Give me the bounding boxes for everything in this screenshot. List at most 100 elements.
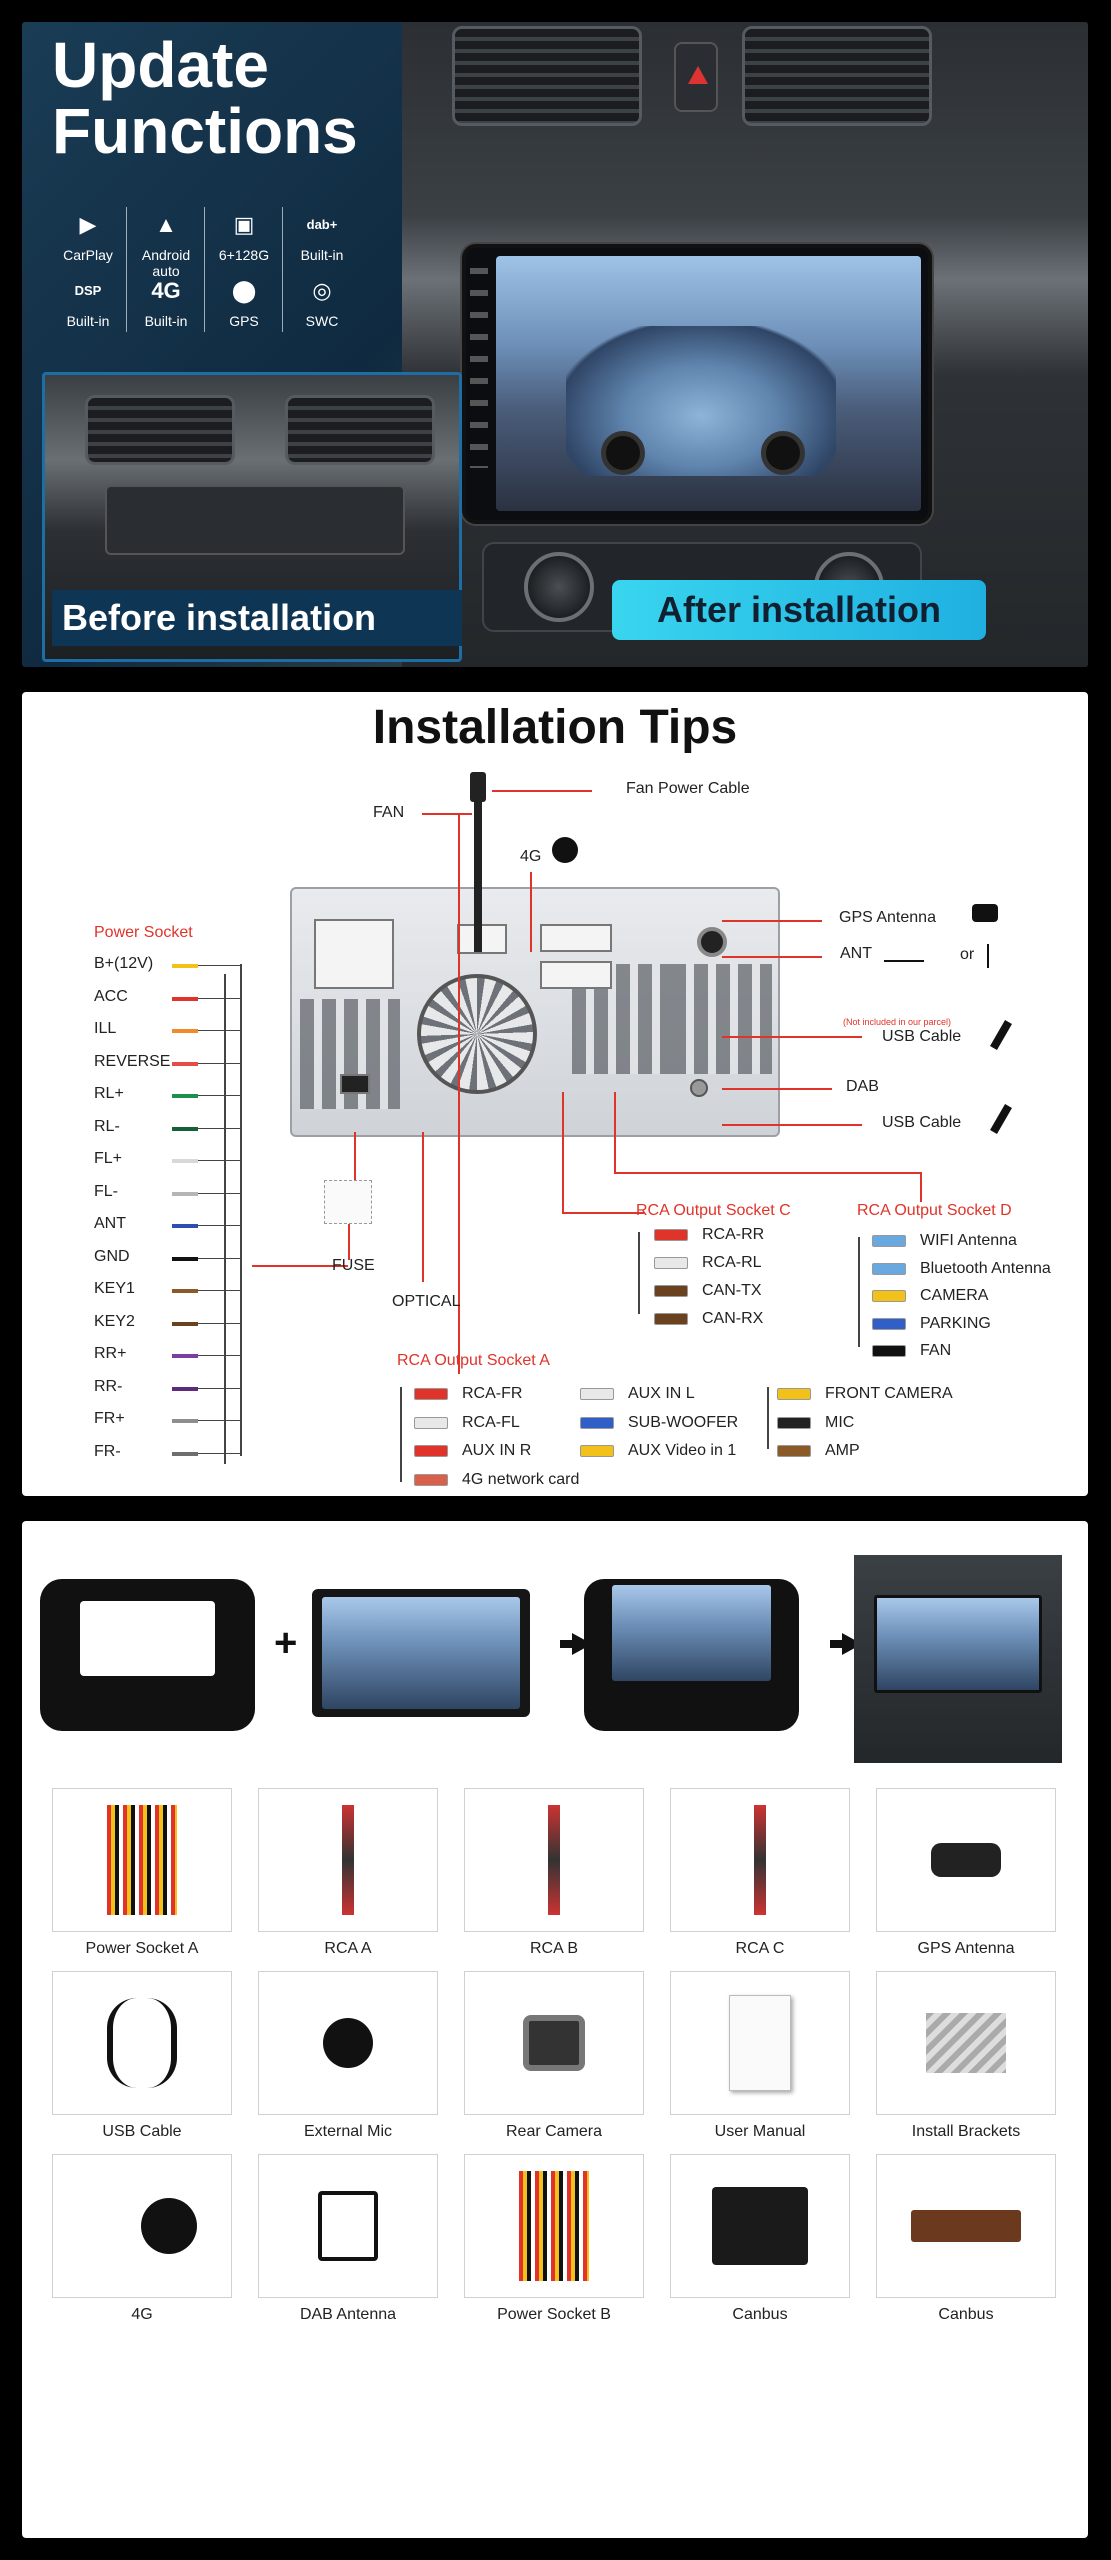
fan-label: FAN	[373, 804, 405, 821]
accessory-tile	[670, 1788, 850, 1932]
air-vent-right	[742, 26, 932, 126]
climate-knob-left	[524, 552, 594, 622]
head-unit-image	[312, 1589, 530, 1717]
tablet-screen	[874, 1595, 1042, 1693]
rca-item-label: RCA-FL	[462, 1413, 520, 1431]
title-line-1: Update	[52, 29, 269, 101]
dash-frame-image	[40, 1579, 255, 1731]
rca-plug-icon	[580, 1388, 614, 1400]
side-icons	[470, 268, 488, 468]
accessory-label: RCA C	[735, 1940, 785, 1957]
line	[198, 1257, 242, 1259]
feature-item: ▲Android auto	[130, 207, 202, 279]
camera-icon	[523, 2015, 585, 2071]
usb-plug-icon	[990, 1104, 1012, 1134]
rca-item-label: WIFI Antenna	[920, 1232, 1017, 1249]
accessory-label: Canbus	[732, 2306, 788, 2323]
line	[767, 1387, 769, 1449]
feature-label: Android auto	[141, 247, 191, 279]
wire-swatch	[172, 1256, 198, 1261]
rca-item-label: CAMERA	[920, 1287, 989, 1304]
line	[458, 814, 460, 1374]
power-socket-item-label: FR-	[94, 1442, 121, 1460]
line	[198, 1452, 242, 1454]
bracket-icon	[926, 2013, 1006, 2073]
usb-cable-icon	[107, 1998, 177, 2088]
wire-swatch	[172, 1419, 198, 1423]
hazard-button	[674, 42, 718, 112]
page-title: Update Functions	[52, 32, 358, 164]
line	[198, 1160, 242, 1161]
accessory-tile	[670, 2154, 850, 2298]
chip-icon: ▣	[233, 212, 255, 237]
fuse-icon	[324, 1180, 372, 1224]
vent-grid	[672, 964, 772, 1074]
not-included-note: (Not included in our parcel)	[843, 1017, 952, 1027]
head-unit-screen	[462, 244, 932, 524]
steering-wheel-icon: ◎	[312, 278, 332, 303]
feature-label: Built-in	[144, 313, 188, 329]
line	[198, 1420, 242, 1421]
title-line-2: Functions	[52, 95, 358, 167]
feature-divider	[204, 207, 205, 332]
accessory-tile	[464, 1788, 644, 1932]
line	[920, 1172, 922, 1202]
rca-a-title: RCA Output Socket A	[397, 1352, 550, 1369]
rca-c-title: RCA Output Socket C	[636, 1202, 791, 1219]
dab-icon: dab+	[306, 217, 338, 232]
rca-item-label: RCA-FR	[462, 1385, 523, 1402]
rca-plug-icon	[414, 1416, 448, 1429]
accessory-label: External Mic	[303, 2123, 393, 2140]
wire-swatch	[172, 964, 198, 968]
accessory-tile	[464, 2154, 644, 2298]
dab-label: DAB	[846, 1078, 879, 1095]
rca-connector-d	[540, 961, 612, 989]
rca-item-label: MIC	[825, 1413, 855, 1431]
rca-plug-icon	[580, 1445, 614, 1457]
fan-cable	[474, 802, 482, 952]
fuse-label: FUSE	[332, 1257, 375, 1274]
rca-item-label: AMP	[825, 1442, 860, 1459]
rca-connector-c	[540, 924, 612, 952]
rca-plug-icon	[872, 1235, 906, 1247]
line	[198, 1225, 242, 1226]
air-vent-right	[285, 395, 435, 465]
feature-label: Built-in	[66, 313, 110, 329]
line	[354, 1132, 356, 1180]
rca-item-label: SUB-WOOFER	[628, 1413, 739, 1431]
line	[198, 1095, 242, 1096]
dab-port-icon	[690, 1079, 708, 1097]
plus-icon: +	[274, 1621, 298, 1665]
line	[224, 974, 226, 1464]
gps-port-icon	[697, 927, 727, 957]
rca-item-label: AUX Video in 1	[628, 1442, 737, 1459]
canbus-icon	[712, 2187, 808, 2265]
line	[400, 1387, 402, 1482]
manual-icon	[729, 1995, 791, 2091]
power-socket-item-label: ACC	[94, 987, 128, 1005]
line	[562, 1212, 644, 1214]
line	[614, 1172, 922, 1174]
wire-swatch	[172, 1191, 198, 1196]
wire-swatch	[172, 1061, 198, 1066]
installed-car-image	[854, 1555, 1062, 1763]
line	[198, 1355, 242, 1356]
harness-icon	[107, 1805, 177, 1915]
screen-wallpaper	[496, 256, 921, 511]
antenna-alt-icon	[987, 944, 1007, 968]
accessory-label: 4G	[131, 2306, 153, 2323]
line	[422, 813, 472, 815]
power-socket-item-label: KEY1	[94, 1280, 135, 1297]
line	[722, 920, 822, 922]
accessory-tile	[258, 2154, 438, 2298]
accessory-label: USB Cable	[102, 2123, 182, 2140]
line	[198, 1290, 242, 1291]
frame-hole	[80, 1601, 215, 1676]
accessory-tile	[876, 1788, 1056, 1932]
power-socket-item-label: REVERSE	[94, 1052, 171, 1070]
wire-swatch	[172, 1321, 198, 1326]
line	[198, 1387, 242, 1389]
rca-plug-icon	[414, 1388, 448, 1400]
gps-antenna-icon	[972, 904, 998, 922]
installation-tips-panel: Installation Tips Fan Power Cable FAN 4G…	[22, 692, 1088, 1496]
